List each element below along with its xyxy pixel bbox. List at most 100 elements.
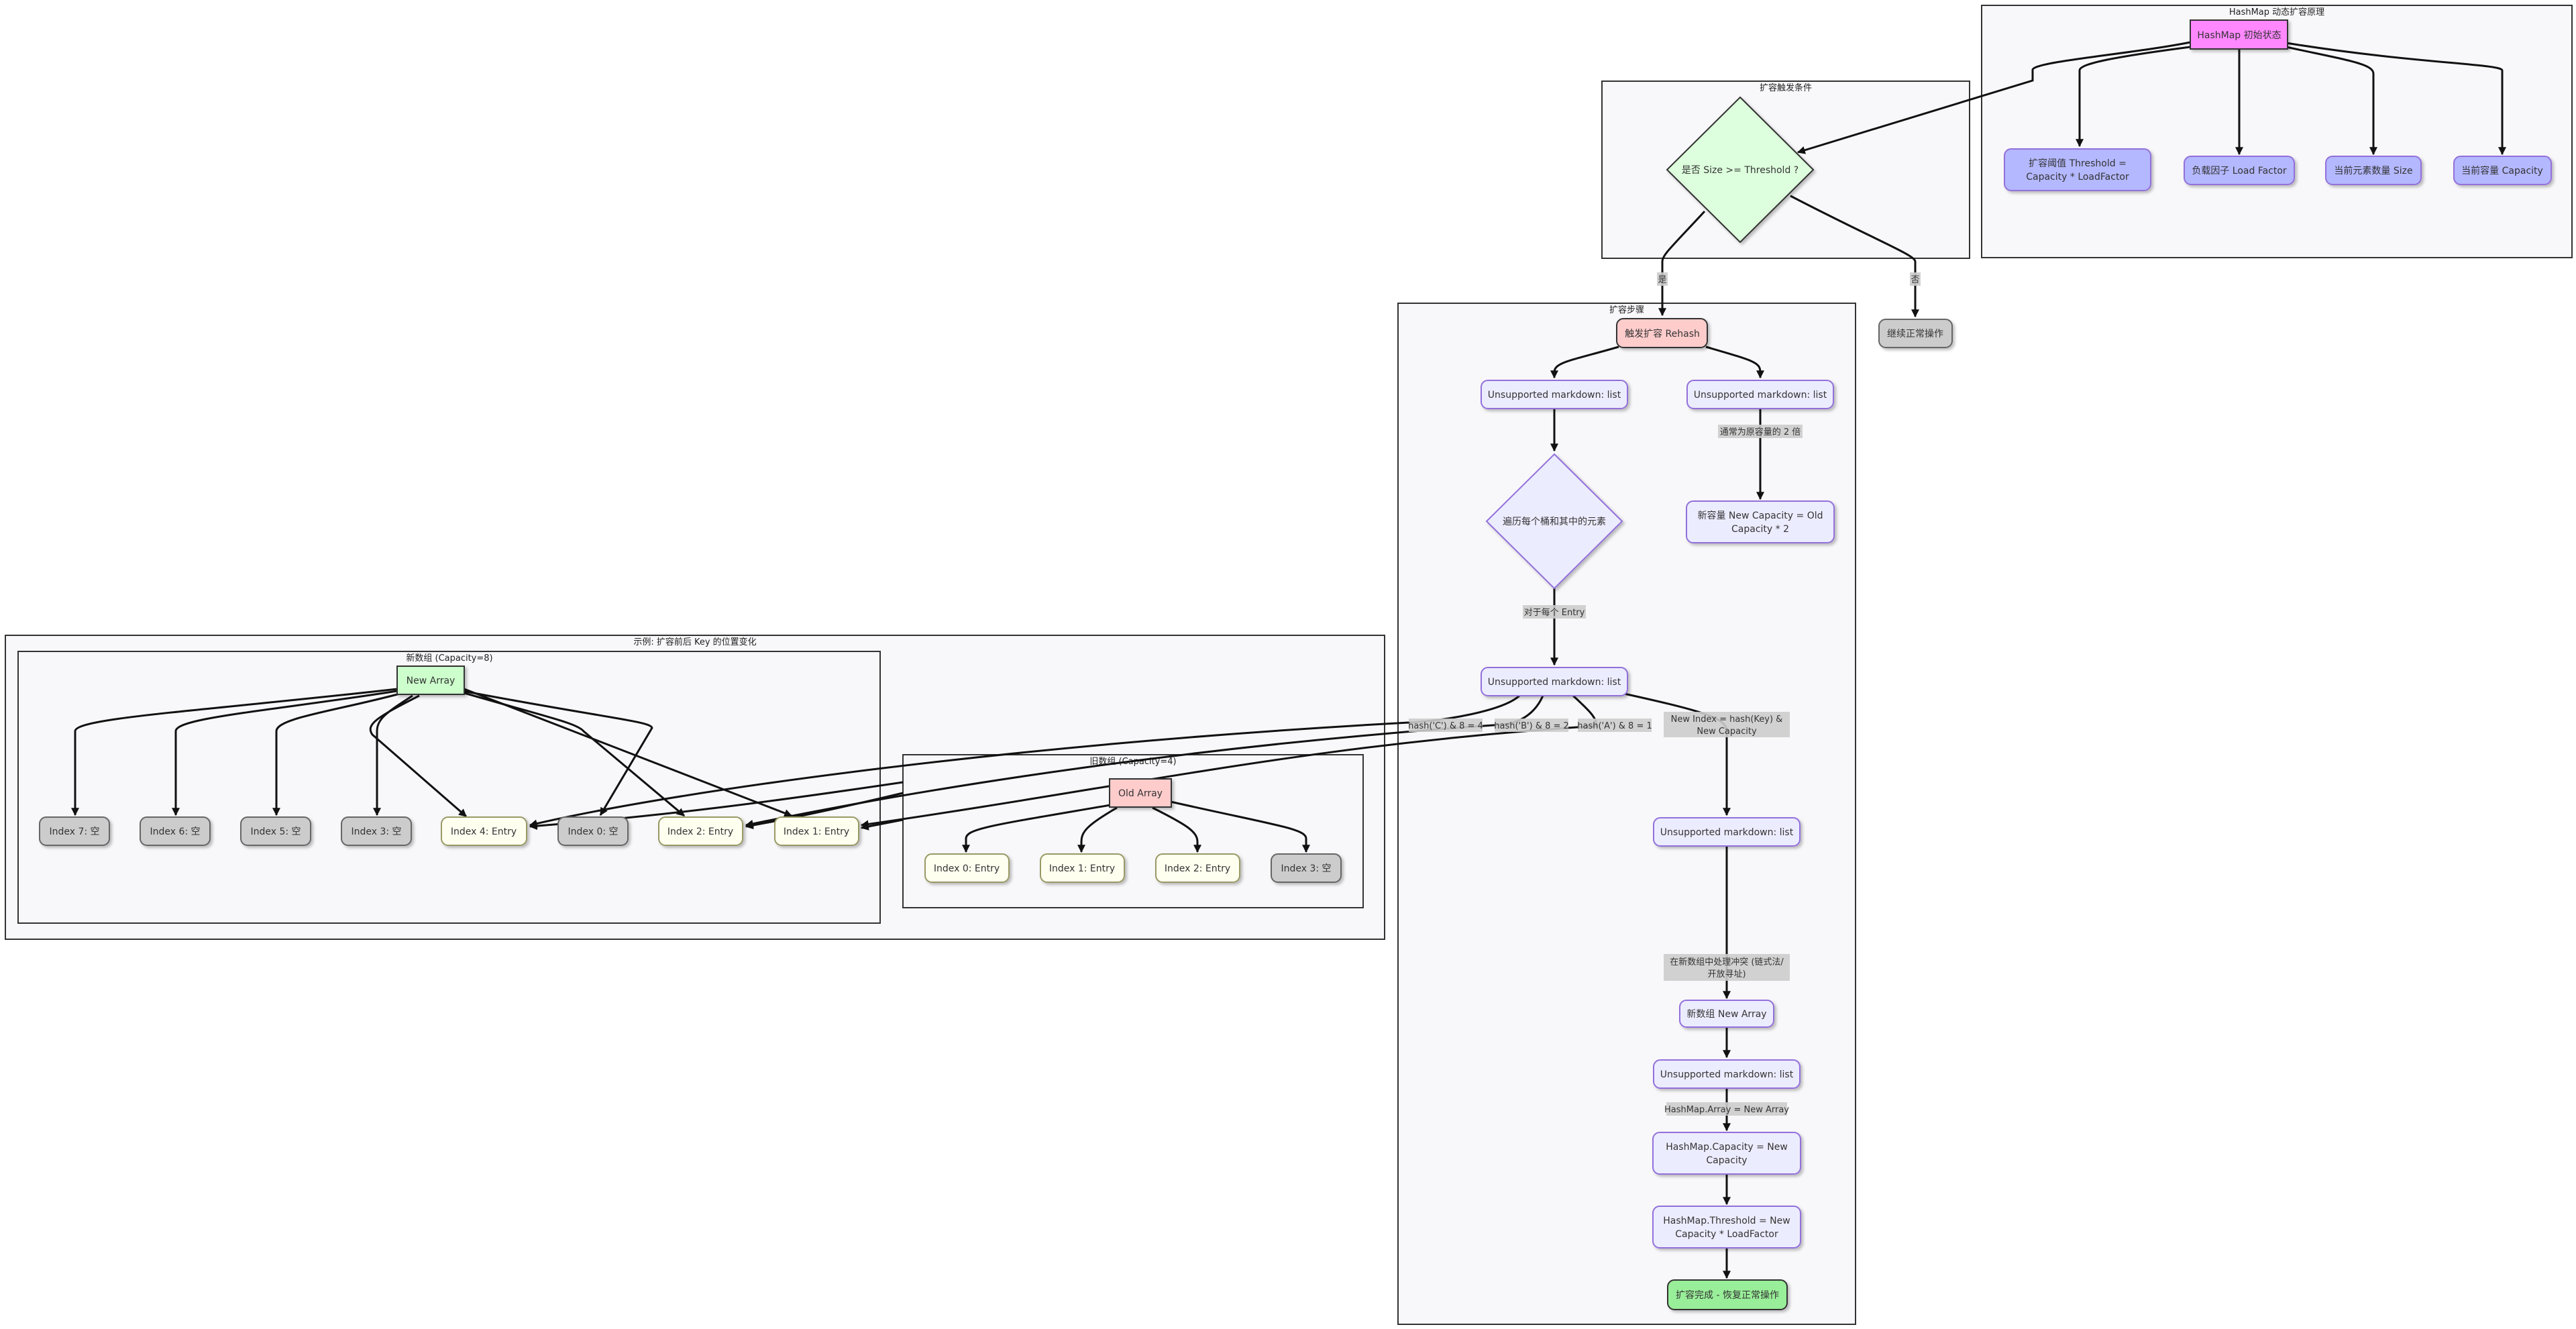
- edge-newarray-to-n5: [272, 692, 403, 816]
- cluster-title: 示例: 扩容前后 Key 的位置变化: [633, 637, 756, 647]
- node-new-array[interactable]: New Array: [396, 666, 465, 695]
- node-new-capacity[interactable]: 新容量 New Capacity = Old Capacity * 2: [1686, 500, 1835, 543]
- svg-text:新容量 New Capacity = Old: 新容量 New Capacity = Old: [1697, 510, 1823, 521]
- node-new-index-6[interactable]: Index 6: 空: [140, 816, 211, 846]
- edge-oldarray-to-o1: [1077, 806, 1118, 853]
- node-size[interactable]: 当前元素数量 Size: [2325, 156, 2422, 185]
- svg-text:Index 0: 空: Index 0: 空: [568, 827, 618, 837]
- node-md5[interactable]: Unsupported markdown: list: [1653, 1059, 1801, 1089]
- node-new-array-step[interactable]: 新数组 New Array: [1679, 1000, 1774, 1028]
- svg-text:Capacity: Capacity: [1706, 1155, 1747, 1166]
- edge-label-hash-c: hash('C') & 8 = 4: [1408, 719, 1483, 732]
- svg-text:Unsupported markdown: list: Unsupported markdown: list: [1660, 1069, 1794, 1080]
- node-continue[interactable]: 继续正常操作: [1878, 319, 1953, 348]
- svg-text:当前容量 Capacity: 当前容量 Capacity: [2461, 165, 2543, 176]
- node-old-index-0[interactable]: Index 0: Entry: [924, 853, 1010, 883]
- edge-label-new-index: New Index = hash(Key) & New Capacity: [1664, 712, 1790, 737]
- edge-label-hash-b: hash('B') & 8 = 2: [1494, 719, 1569, 732]
- edge-label-no: 否: [1910, 272, 1921, 286]
- svg-text:HashMap.Capacity = New: HashMap.Capacity = New: [1666, 1142, 1788, 1153]
- node-new-index-4[interactable]: Index 4: Entry: [441, 816, 527, 846]
- node-new-index-1[interactable]: Index 1: Entry: [774, 816, 859, 846]
- node-md1[interactable]: Unsupported markdown: list: [1481, 380, 1628, 409]
- edge-oldarray-to-o2: [1152, 806, 1201, 853]
- svg-text:hash('A') & 8 = 1: hash('A') & 8 = 1: [1577, 721, 1652, 731]
- svg-text:Capacity * LoadFactor: Capacity * LoadFactor: [1675, 1229, 1778, 1240]
- node-rehash[interactable]: 触发扩容 Rehash: [1616, 318, 1708, 348]
- edge-rehash-to-md2: [1705, 345, 1764, 379]
- cluster-title: 新数组 (Capacity=8): [406, 653, 492, 663]
- nodes: HashMap 初始状态 扩容阈值 Threshold = Capacity *…: [39, 19, 2552, 1310]
- cluster-title: 扩容步骤: [1609, 305, 1644, 315]
- svg-text:Index 4: Entry: Index 4: Entry: [451, 827, 517, 837]
- edge-init-to-check: [1796, 41, 2191, 154]
- node-load-factor[interactable]: 负载因子 Load Factor: [2184, 156, 2295, 185]
- svg-text:Old Array: Old Array: [1118, 788, 1163, 799]
- edge-init-to-threshold: [2076, 46, 2191, 148]
- svg-text:Unsupported markdown: list: Unsupported markdown: list: [1660, 827, 1794, 838]
- node-old-index-2[interactable]: Index 2: Entry: [1155, 853, 1240, 883]
- node-set-threshold[interactable]: HashMap.Threshold = New Capacity * LoadF…: [1652, 1206, 1801, 1248]
- edge-newarray-to-n3: [373, 694, 413, 816]
- node-old-index-1[interactable]: Index 1: Entry: [1040, 853, 1125, 883]
- svg-text:Index 3: 空: Index 3: 空: [351, 827, 401, 837]
- svg-text:遍历每个桶和其中的元素: 遍历每个桶和其中的元素: [1503, 517, 1606, 527]
- node-old-array[interactable]: Old Array: [1109, 778, 1172, 808]
- cluster-title: HashMap 动态扩容原理: [2229, 7, 2324, 17]
- node-new-index-2[interactable]: Index 2: Entry: [658, 816, 743, 846]
- edge-check-yes: [1658, 210, 1706, 317]
- svg-text:继续正常操作: 继续正常操作: [1887, 328, 1943, 339]
- node-new-index-3[interactable]: Index 3: 空: [341, 816, 412, 846]
- svg-text:New Index = hash(Key) &: New Index = hash(Key) &: [1671, 714, 1783, 725]
- svg-text:Index 3: 空: Index 3: 空: [1281, 863, 1331, 874]
- node-old-index-3[interactable]: Index 3: 空: [1271, 853, 1342, 883]
- node-new-index-7[interactable]: Index 7: 空: [39, 816, 110, 846]
- edge-label-assign: HashMap.Array = New Array: [1664, 1102, 1789, 1116]
- svg-text:Index 6: 空: Index 6: 空: [150, 827, 200, 837]
- edge-oldarray-to-o3: [1170, 800, 1310, 853]
- node-init-state[interactable]: HashMap 初始状态: [2190, 19, 2288, 50]
- edge-newarray-to-n4: [369, 694, 467, 818]
- svg-text:在新数组中处理冲突 (链式法/: 在新数组中处理冲突 (链式法/: [1670, 957, 1784, 967]
- node-md3[interactable]: Unsupported markdown: list: [1481, 667, 1628, 696]
- svg-text:通常为原容量的 2 倍: 通常为原容量的 2 倍: [1720, 427, 1801, 437]
- node-capacity[interactable]: 当前容量 Capacity: [2453, 156, 2552, 185]
- node-new-index-5[interactable]: Index 5: 空: [240, 816, 311, 846]
- svg-text:扩容阈值 Threshold =: 扩容阈值 Threshold =: [2029, 158, 2127, 169]
- svg-text:Unsupported markdown: list: Unsupported markdown: list: [1488, 390, 1621, 401]
- node-md2[interactable]: Unsupported markdown: list: [1686, 380, 1834, 409]
- svg-text:Index 7: 空: Index 7: 空: [49, 827, 99, 837]
- svg-text:Index 2: Entry: Index 2: Entry: [1165, 863, 1230, 874]
- svg-text:hash('C') & 8 = 4: hash('C') & 8 = 4: [1408, 721, 1483, 731]
- svg-text:Unsupported markdown: list: Unsupported markdown: list: [1488, 677, 1621, 688]
- svg-text:Index 5: 空: Index 5: 空: [250, 827, 301, 837]
- svg-text:HashMap.Threshold = New: HashMap.Threshold = New: [1663, 1216, 1790, 1226]
- svg-text:Capacity * 2: Capacity * 2: [1731, 524, 1789, 535]
- svg-text:New Array: New Array: [407, 676, 455, 686]
- cluster-title: 扩容触发条件: [1760, 83, 1812, 93]
- svg-text:否: 否: [1911, 275, 1919, 285]
- svg-text:Capacity * LoadFactor: Capacity * LoadFactor: [2026, 172, 2129, 182]
- node-traverse-diamond[interactable]: 遍历每个桶和其中的元素: [1485, 453, 1623, 590]
- svg-text:触发扩容 Rehash: 触发扩容 Rehash: [1625, 328, 1700, 339]
- edge-label-yes: 是: [1657, 272, 1668, 286]
- node-new-index-0[interactable]: Index 0: 空: [557, 816, 629, 846]
- node-md4[interactable]: Unsupported markdown: list: [1653, 817, 1801, 847]
- svg-text:负载因子 Load Factor: 负载因子 Load Factor: [2192, 166, 2287, 176]
- edge-label-collision: 在新数组中处理冲突 (链式法/ 开放寻址): [1664, 954, 1790, 981]
- svg-text:Index 0: Entry: Index 0: Entry: [934, 863, 1000, 874]
- edge-md3-to-n4: [529, 694, 1521, 828]
- svg-text:Unsupported markdown: list: Unsupported markdown: list: [1694, 390, 1827, 401]
- svg-text:HashMap.Array = New Array: HashMap.Array = New Array: [1664, 1105, 1789, 1115]
- svg-text:扩容完成 - 恢复正常操作: 扩容完成 - 恢复正常操作: [1676, 1289, 1779, 1301]
- edge-newarray-to-n1: [464, 688, 793, 817]
- svg-text:对于每个 Entry: 对于每个 Entry: [1524, 607, 1585, 618]
- svg-text:New Capacity: New Capacity: [1697, 727, 1757, 737]
- svg-text:是: 是: [1658, 275, 1666, 285]
- node-done[interactable]: 扩容完成 - 恢复正常操作: [1667, 1279, 1788, 1310]
- edge-label-double: 通常为原容量的 2 倍: [1718, 425, 1803, 438]
- node-set-capacity[interactable]: HashMap.Capacity = New Capacity: [1652, 1132, 1801, 1175]
- node-threshold[interactable]: 扩容阈值 Threshold = Capacity * LoadFactor: [2004, 148, 2151, 191]
- node-check-diamond[interactable]: 是否 Size >= Threshold ?: [1666, 96, 1815, 244]
